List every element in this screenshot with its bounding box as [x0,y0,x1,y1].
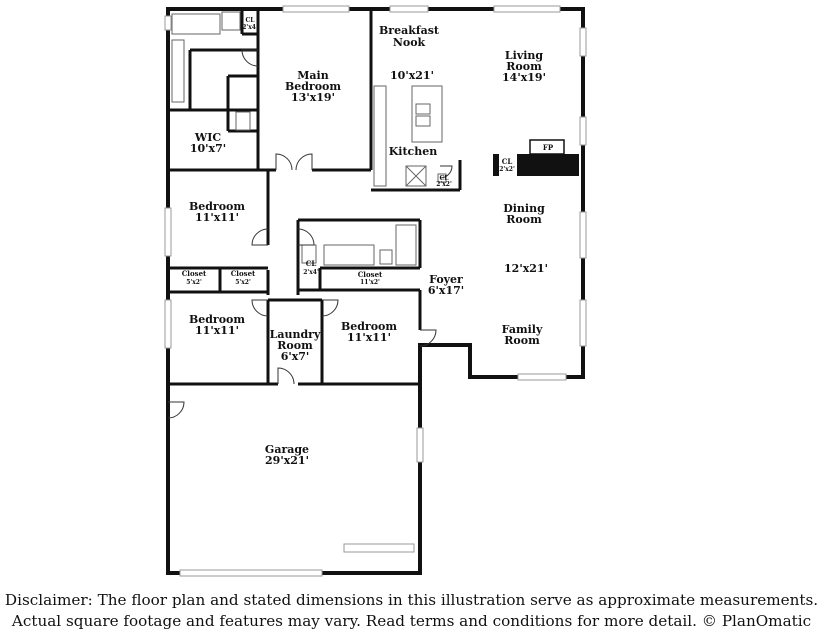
cl-name-living: CL [502,157,513,166]
room-dims-bedroom-1: 11'x11' [195,211,239,224]
room-name-breakfast-nook-1: Breakfast [379,24,440,37]
room-name-bedroom-2: Bedroom [189,313,245,326]
disclaimer-line-2: Actual square footage and features may v… [11,612,812,630]
room-name-bedroom-3: Bedroom [341,320,397,333]
cl-dims-kitchen: 2'x2' [436,181,452,188]
room-name-wic: WIC [194,131,221,144]
room-name-main-bedroom-2: Bedroom [285,80,341,93]
kitchen-fixtures [373,85,447,187]
room-name-main-bedroom-1: Main [297,69,328,82]
interior-walls [168,9,462,386]
doors [167,49,453,419]
cl-name-hall: CL [306,259,317,268]
room-name-bedroom-1: Bedroom [189,200,245,213]
floor-plan: Breakfast Nook 10'x21' Living Room 14'x1… [164,5,587,577]
room-dims-main-bedroom: 13'x19' [291,91,335,104]
room-name-family-room-1: Family [502,323,543,336]
closet-dims-a: 5'x2' [186,279,202,286]
windows [164,5,587,577]
room-dims-wic: 10'x7' [190,142,226,155]
room-name-foyer: Foyer [429,273,463,286]
disclaimer: Disclaimer: The floor plan and stated di… [0,590,823,632]
fireplace-label: FP [543,143,554,152]
fireplace-block [493,139,579,176]
room-name-living-room-2: Room [506,60,542,73]
room-dims-living-room: 14'x19' [502,71,546,84]
closet-dims-hall: 11'x2' [360,279,380,286]
cl-dims-bath: 2'x4' [242,24,258,31]
cl-name-kitchen: CL [440,175,450,182]
room-dims-foyer: 6'x17' [428,284,464,297]
closet-name-b: Closet [231,269,256,278]
closet-dims-b: 5'x2' [235,279,251,286]
room-dims-dining-family: 12'x21' [504,262,548,275]
room-dims-garage: 29'x21' [265,454,309,467]
room-name-dining-room-2: Room [506,213,542,226]
room-dims-bedroom-3: 11'x11' [347,331,391,344]
room-dims-bedroom-2: 11'x11' [195,324,239,337]
cl-name-bath: CL [246,17,256,24]
room-dims-breakfast-nook: 10'x21' [390,69,434,82]
room-name-family-room-2: Room [504,334,540,347]
room-name-living-room-1: Living [505,49,543,62]
room-name-laundry-room-2: Room [277,339,313,352]
room-name-garage: Garage [265,443,309,456]
room-name-breakfast-nook-2: Nook [393,36,426,49]
room-dims-laundry-room: 6'x7' [281,350,310,363]
room-name-laundry-room-1: Laundry [270,328,321,341]
cl-dims-hall: 2'x4' [303,269,319,276]
room-name-kitchen: Kitchen [389,145,438,158]
disclaimer-line-1: Disclaimer: The floor plan and stated di… [4,591,819,609]
cl-dims-living: 2'x2' [499,166,515,173]
closet-name-a: Closet [182,269,207,278]
room-name-dining-room-1: Dining [503,202,545,215]
closet-name-hall: Closet [358,270,383,279]
